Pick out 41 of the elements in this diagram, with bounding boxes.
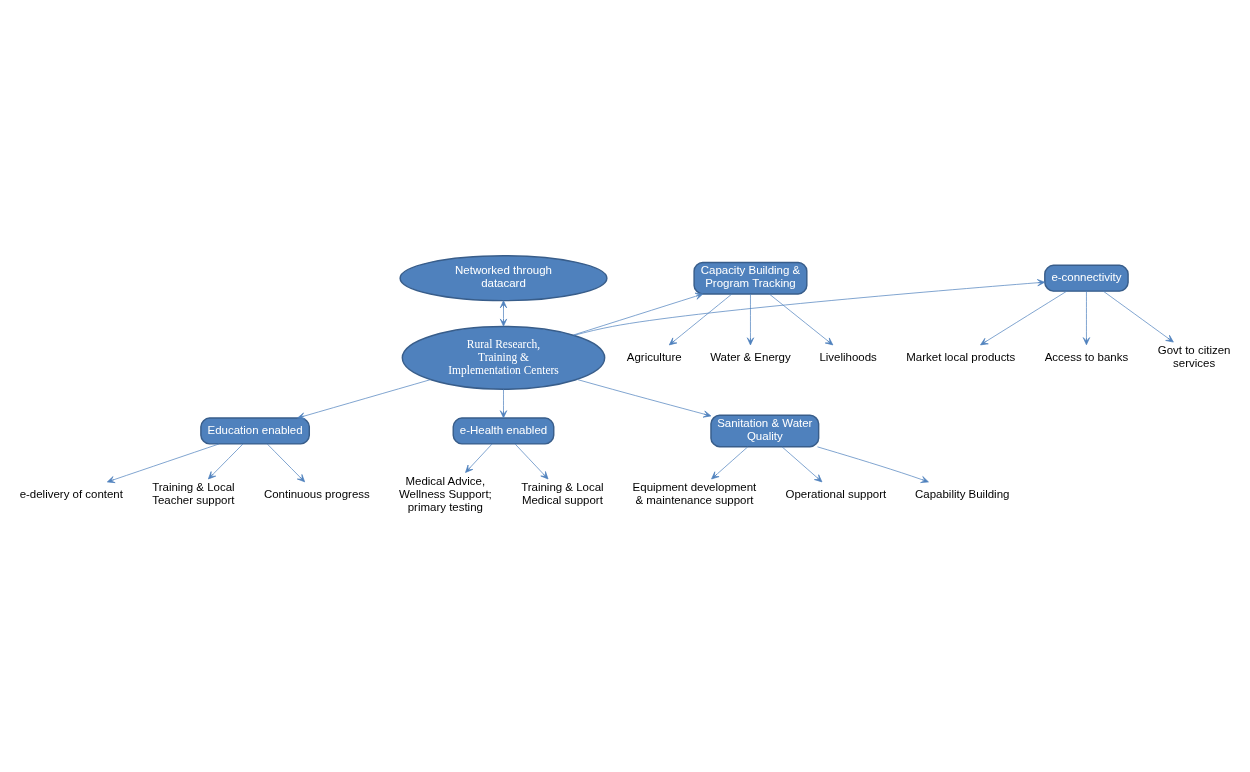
node-text: Water & Energy [710,350,791,363]
arrow [711,445,749,479]
arrow [1102,290,1174,342]
node-text: Training & Local Medical support [521,480,604,506]
node-box: Sanitation & Water Quality [710,413,820,447]
arrow [514,443,549,479]
arrow [668,293,733,345]
arrow [266,443,306,482]
node-box: Education enabled [200,416,311,445]
arrow [746,293,755,345]
node-text: Equipment development & maintenance support [632,480,757,506]
node-text: Medical Advice, Wellness Support; primary testing [398,474,492,513]
node-text: Livelihoods [819,350,877,363]
arrow [980,290,1068,345]
arrow [573,278,1046,336]
node-text: e-delivery of content [19,487,123,500]
arrow [573,292,704,335]
arrow [499,388,508,418]
node-text: Access to banks [1044,350,1129,363]
arrow [465,443,493,473]
arrow [106,443,220,483]
node-box: e-connectivity [1044,264,1129,292]
arrow [499,299,508,326]
node-box: Capacity Building & Program Tracking [693,261,808,295]
node-text: Govt to citizen services [1157,343,1231,369]
arrow [768,293,834,345]
node-text: Operational support [785,487,887,500]
arrow [1082,290,1091,345]
node-box: e-Health enabled [452,416,555,445]
arrow [297,378,431,419]
node-text: Capability Building [915,487,1010,500]
node-text: Agriculture [626,350,682,363]
node-text: Training & Local Teacher support [152,480,235,506]
arrow [576,378,712,418]
node-ellipse: Networked through datacard [399,254,608,301]
node-ellipse: Rural Research, Training & Implementation Centers [401,325,606,390]
node-text: Market local products [906,350,1016,363]
arrow [817,446,929,483]
node-text: Continuous progress [263,487,370,500]
arrow [781,445,823,482]
arrow [208,443,244,479]
